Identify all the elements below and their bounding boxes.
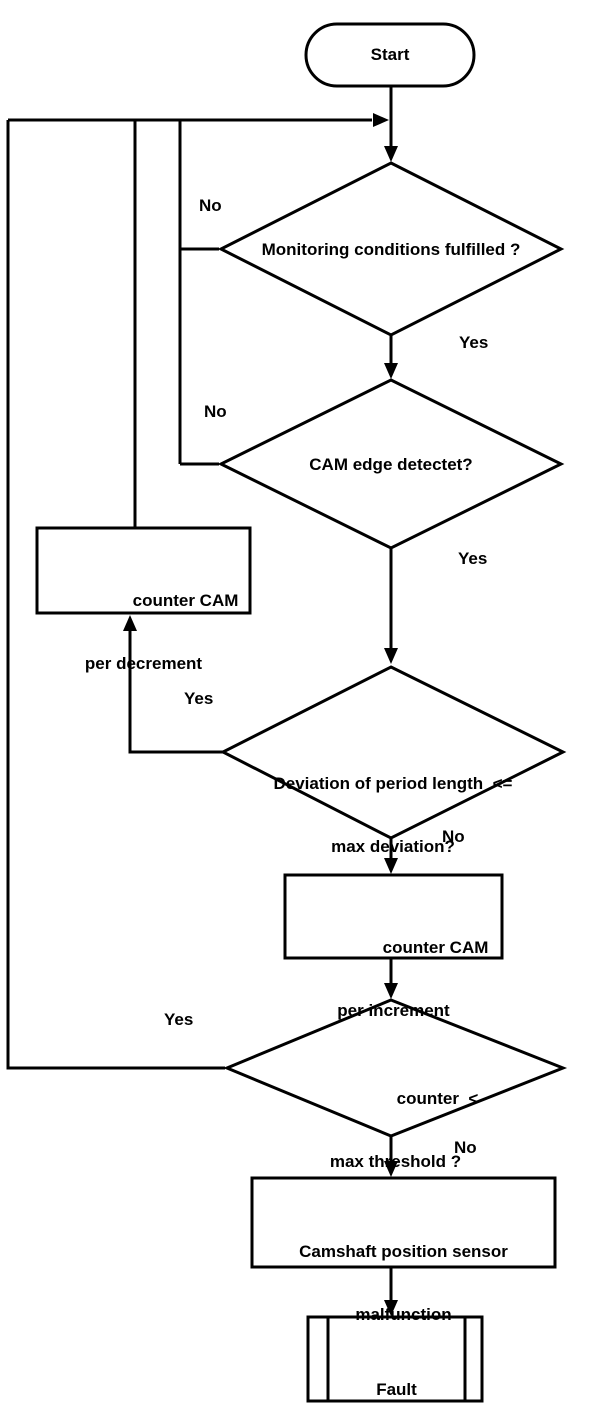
monitoring-decision-shape	[217, 161, 565, 337]
malfunction-line2: malfunction	[355, 1305, 452, 1324]
deviation-decision-line2: max deviation?	[331, 837, 455, 856]
arrowhead-into-decrement	[123, 615, 137, 631]
counter-increment-label: counter CAM per increment	[285, 895, 502, 1063]
deviation-decision-shape	[219, 665, 567, 840]
threshold-decision-line1: counter <	[396, 1089, 479, 1108]
arrowhead-into-fault	[384, 1300, 398, 1316]
arrowhead-into-cam-edge	[384, 363, 398, 379]
threshold-decision-shape	[223, 998, 568, 1138]
threshold-yes-label: Yes	[164, 1010, 194, 1029]
monitoring-no-label: No	[199, 196, 222, 215]
monitoring-yes-label: Yes	[459, 333, 489, 352]
deviation-no-label: No	[442, 827, 465, 846]
malfunction-label: Camshaft position sensor malfunction	[252, 1199, 555, 1367]
start-node-label: Start	[370, 45, 410, 64]
cam-edge-decision-shape	[217, 378, 565, 550]
deviation-decision-line1: Deviation of period length <=	[273, 774, 513, 793]
deviation-yes-label: Yes	[184, 689, 214, 708]
fault-processing-inner-bars	[326, 1317, 467, 1401]
arrowhead-into-increment	[384, 858, 398, 874]
fault-processing-line1: Fault	[376, 1380, 417, 1399]
counter-increment-line2: per increment	[337, 1001, 450, 1020]
arrowhead-merge-right	[373, 113, 389, 127]
malfunction-shape	[250, 1176, 557, 1269]
fault-processing-shape	[306, 1315, 484, 1403]
arrowhead-into-threshold	[384, 983, 398, 999]
edge-deviation-yes	[128, 620, 223, 754]
start-terminator-shape	[304, 22, 476, 88]
fault-processing-label: Fault processing	[328, 1337, 465, 1408]
deviation-decision-label: Deviation of period length <= max deviat…	[223, 731, 563, 899]
edge-threshold-yes-feedback	[6, 120, 225, 1070]
threshold-no-label: No	[454, 1138, 477, 1157]
counter-increment-shape	[283, 873, 504, 960]
counter-increment-line1: counter CAM	[382, 938, 489, 957]
cam-edge-decision-label: CAM edge detectet?	[309, 455, 473, 474]
threshold-decision-label: counter < max threshold ?	[227, 1046, 564, 1214]
arrowhead-into-monitoring	[384, 146, 398, 162]
counter-decrement-label: counter CAM per decrement	[37, 548, 250, 716]
counter-decrement-line2: per decrement	[84, 654, 203, 673]
counter-decrement-shape	[35, 526, 252, 615]
cam-edge-yes-label: Yes	[458, 549, 488, 568]
cam-edge-no-label: No	[204, 402, 227, 421]
threshold-decision-line2: max threshold ?	[329, 1152, 462, 1171]
malfunction-line1: Camshaft position sensor	[299, 1242, 508, 1261]
arrowhead-into-malfunction	[384, 1161, 398, 1177]
monitoring-decision-label: Monitoring conditions fulfilled ?	[261, 240, 521, 259]
counter-decrement-line1: counter CAM	[132, 591, 239, 610]
arrowhead-into-deviation	[384, 648, 398, 664]
